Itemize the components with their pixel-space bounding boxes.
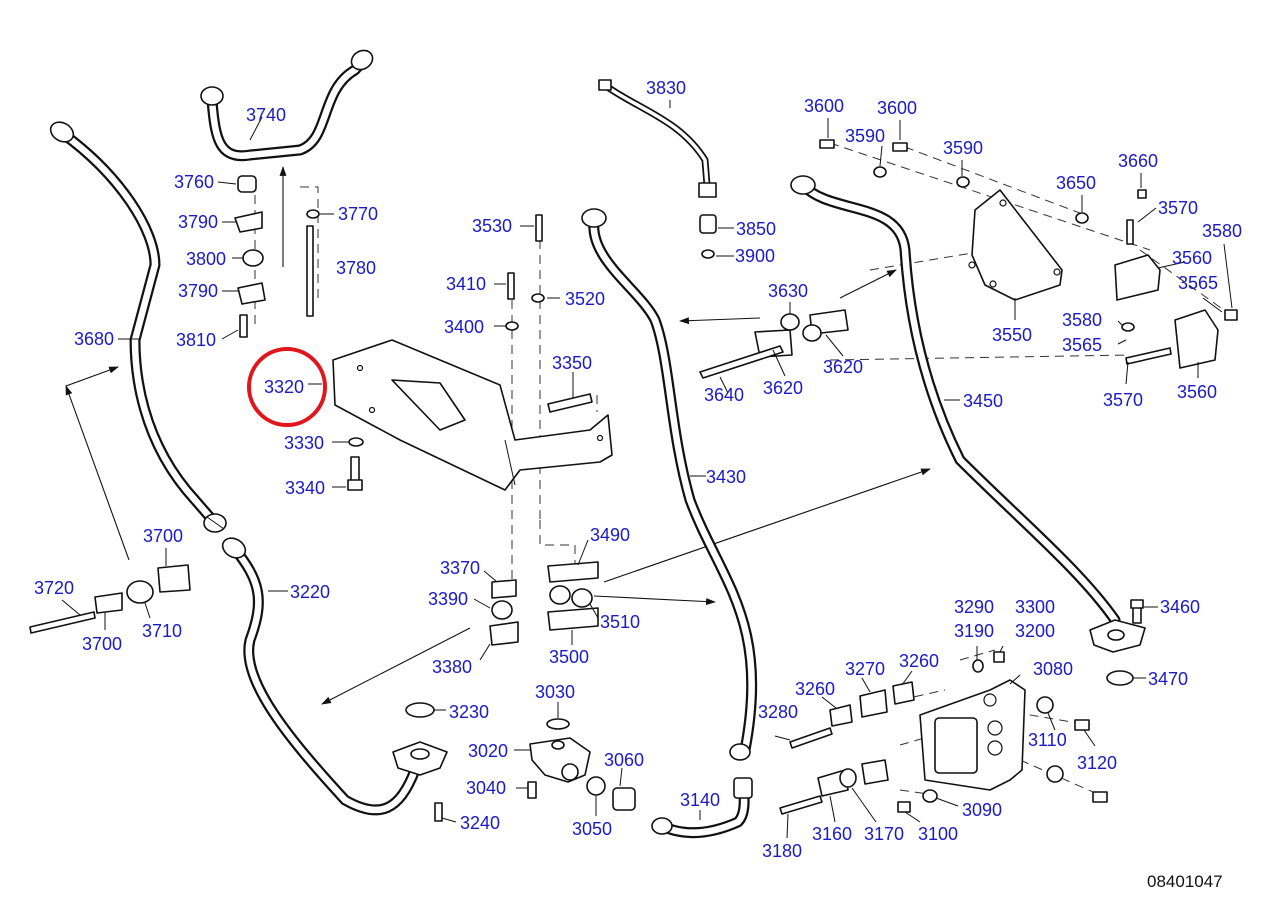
callout-3390[interactable]: 3390 <box>428 589 468 609</box>
callout-3080[interactable]: 3080 <box>1033 659 1073 679</box>
callout-3570-upper[interactable]: 3570 <box>1158 198 1198 218</box>
callout-3460[interactable]: 3460 <box>1160 597 1200 617</box>
pipe-3680 <box>49 121 227 533</box>
callout-3780[interactable]: 3780 <box>336 258 376 278</box>
callout-3660[interactable]: 3660 <box>1118 151 1158 171</box>
callout-3580-upper[interactable]: 3580 <box>1202 221 1242 241</box>
callout-3790-upper[interactable]: 3790 <box>178 212 218 232</box>
callout-3600-left[interactable]: 3600 <box>804 96 844 116</box>
callout-3850[interactable]: 3850 <box>736 219 776 239</box>
pipe-3450 <box>790 175 1146 653</box>
callout-3400[interactable]: 3400 <box>444 317 484 337</box>
callout-3170[interactable]: 3170 <box>864 824 904 844</box>
callout-3200[interactable]: 3200 <box>1015 621 1055 641</box>
callout-3620-right[interactable]: 3620 <box>823 357 863 377</box>
callout-3790-lower[interactable]: 3790 <box>178 281 218 301</box>
callout-3520[interactable]: 3520 <box>565 289 605 309</box>
pipe-3430 <box>581 208 758 761</box>
callout-3260-left[interactable]: 3260 <box>795 679 835 699</box>
callout-3740[interactable]: 3740 <box>246 105 286 125</box>
callout-3030[interactable]: 3030 <box>535 682 575 702</box>
callout-3565-upper[interactable]: 3565 <box>1178 273 1218 293</box>
callout-3900[interactable]: 3900 <box>735 246 775 266</box>
callout-3770[interactable]: 3770 <box>338 204 378 224</box>
callout-3830[interactable]: 3830 <box>646 78 686 98</box>
callout-3550[interactable]: 3550 <box>992 325 1032 345</box>
callout-3590-left[interactable]: 3590 <box>845 126 885 146</box>
small-parts <box>29 139 1238 822</box>
callout-3430[interactable]: 3430 <box>706 467 746 487</box>
pipe-3740 <box>200 49 374 162</box>
callout-3500[interactable]: 3500 <box>549 647 589 667</box>
callout-3350[interactable]: 3350 <box>552 353 592 373</box>
callout-3330[interactable]: 3330 <box>284 433 324 453</box>
callout-3340[interactable]: 3340 <box>285 478 325 498</box>
assembly-arrows <box>65 166 931 705</box>
callout-3680[interactable]: 3680 <box>74 329 114 349</box>
callout-3570-lower[interactable]: 3570 <box>1103 390 1143 410</box>
callout-3410[interactable]: 3410 <box>446 274 486 294</box>
callout-3020[interactable]: 3020 <box>468 741 508 761</box>
callout-3050[interactable]: 3050 <box>572 819 612 839</box>
callout-3560-upper[interactable]: 3560 <box>1172 248 1212 268</box>
callout-3700-lower[interactable]: 3700 <box>82 634 122 654</box>
assembly-dashed-lines <box>254 142 1236 796</box>
callout-3230[interactable]: 3230 <box>449 702 489 722</box>
callout-3650[interactable]: 3650 <box>1056 173 1096 193</box>
callout-3120[interactable]: 3120 <box>1077 753 1117 773</box>
highlight-ring-3320 <box>247 347 327 427</box>
callout-3510[interactable]: 3510 <box>600 612 640 632</box>
callout-3720[interactable]: 3720 <box>34 578 74 598</box>
callout-3260-right[interactable]: 3260 <box>899 651 939 671</box>
callout-3580-lower[interactable]: 3580 <box>1062 310 1102 330</box>
callout-3620-left[interactable]: 3620 <box>763 378 803 398</box>
bracket-3320 <box>332 339 613 491</box>
callout-3470[interactable]: 3470 <box>1148 669 1188 689</box>
callout-3800[interactable]: 3800 <box>186 249 226 269</box>
callout-3370[interactable]: 3370 <box>440 558 480 578</box>
callout-3190[interactable]: 3190 <box>954 621 994 641</box>
callout-3290[interactable]: 3290 <box>954 597 994 617</box>
callout-labels: 3740 3760 3770 3790 3800 3780 3790 3810 … <box>34 78 1242 861</box>
callout-3380[interactable]: 3380 <box>432 657 472 677</box>
callout-3490[interactable]: 3490 <box>590 525 630 545</box>
callout-3280[interactable]: 3280 <box>758 702 798 722</box>
callout-3450[interactable]: 3450 <box>963 391 1003 411</box>
pipe-3140 <box>651 777 753 839</box>
callout-3140[interactable]: 3140 <box>680 790 720 810</box>
callout-3110[interactable]: 3110 <box>1028 730 1067 750</box>
callout-3590-right[interactable]: 3590 <box>943 138 983 158</box>
callout-3220[interactable]: 3220 <box>290 582 330 602</box>
document-number: 08401047 <box>1147 872 1223 891</box>
callout-3320[interactable]: 3320 <box>264 377 304 397</box>
callout-3300[interactable]: 3300 <box>1015 597 1055 617</box>
callout-3640[interactable]: 3640 <box>704 385 744 405</box>
callout-3760[interactable]: 3760 <box>174 172 214 192</box>
callout-3100[interactable]: 3100 <box>918 824 958 844</box>
callout-3090[interactable]: 3090 <box>962 800 1002 820</box>
pipe-3220 <box>221 537 448 816</box>
callout-3700-upper[interactable]: 3700 <box>143 526 183 546</box>
callout-3710[interactable]: 3710 <box>142 621 182 641</box>
callout-3040[interactable]: 3040 <box>466 778 506 798</box>
callout-3565-lower[interactable]: 3565 <box>1062 335 1102 355</box>
callout-3270[interactable]: 3270 <box>845 659 885 679</box>
callout-3560-lower[interactable]: 3560 <box>1177 382 1217 402</box>
callout-3060[interactable]: 3060 <box>604 750 644 770</box>
callout-3240[interactable]: 3240 <box>460 813 500 833</box>
callout-3530[interactable]: 3530 <box>472 216 512 236</box>
callout-3600-right[interactable]: 3600 <box>877 98 917 118</box>
pipe-3830 <box>598 79 717 198</box>
leader-lines <box>61 100 1233 839</box>
callout-3160[interactable]: 3160 <box>812 824 852 844</box>
callout-3810[interactable]: 3810 <box>176 330 216 350</box>
callout-3180[interactable]: 3180 <box>762 841 802 861</box>
callout-3630[interactable]: 3630 <box>768 281 808 301</box>
